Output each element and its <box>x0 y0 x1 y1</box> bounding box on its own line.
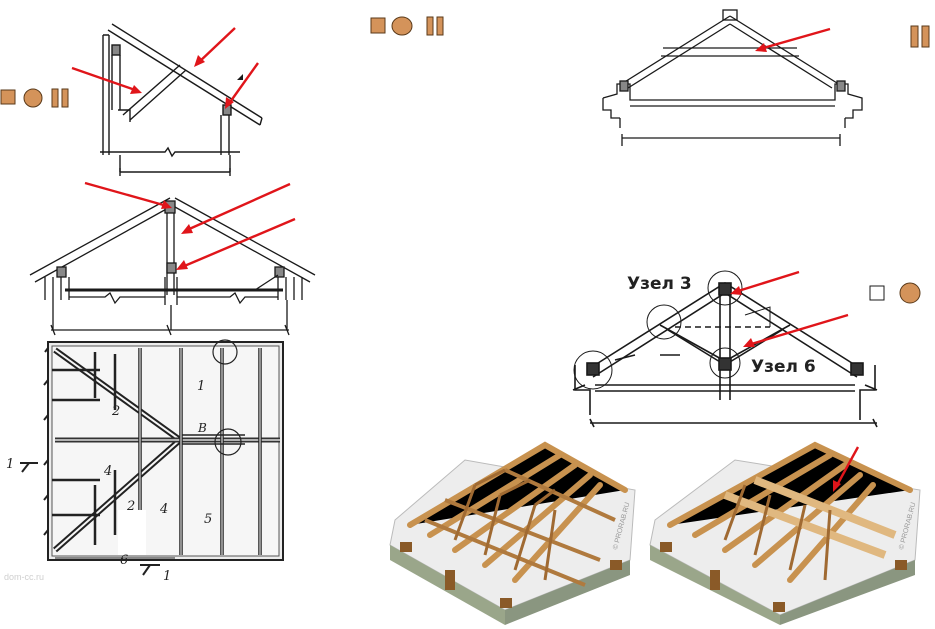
legend-square-icon <box>869 285 885 301</box>
arrow-node-3 <box>730 270 800 295</box>
legend-circle-icon <box>23 88 43 108</box>
label-node-6: Узел 6 <box>751 357 816 377</box>
arrow-post-base <box>176 217 296 270</box>
legend-top-middle <box>370 16 450 38</box>
plan-label-6: 6 <box>120 553 128 568</box>
section-mark-left: 1 <box>6 457 14 472</box>
legend-bar-icon-b <box>436 16 444 36</box>
plan-label-4b: 4 <box>159 502 168 517</box>
plan-label-2b: 2 <box>126 499 135 514</box>
diagram-truss-nodes: Узел 3 Узел 6 <box>572 270 878 428</box>
legend-circle-icon <box>899 282 921 304</box>
legend-square-icon <box>370 17 386 34</box>
arrow-node-6 <box>743 313 849 347</box>
plan-label-2a: 2 <box>111 404 120 419</box>
legend-left-shapes <box>0 88 69 108</box>
arrow-3d-render <box>833 446 860 492</box>
arrow-central-post <box>181 182 291 234</box>
legend-bar-icon-a <box>426 16 434 36</box>
legend-right-middle-shapes <box>869 282 921 304</box>
plan-label-4a: 4 <box>103 464 112 479</box>
legend-circle-icon <box>391 16 413 36</box>
legend-top-middle-shapes <box>370 16 444 36</box>
legend-right-middle <box>868 282 924 304</box>
legend-top-right <box>910 25 934 49</box>
diagram-ridge-central-post <box>29 197 316 336</box>
section-mark-right: 1 <box>163 569 171 584</box>
plan-label-1: 1 <box>197 379 205 394</box>
legend-bar-icon-a <box>51 88 59 108</box>
legend-left <box>0 88 80 108</box>
arrow-lean-to-strut <box>71 66 142 94</box>
render-3d-truss-roof-right: © PRORAB.RU <box>649 441 921 625</box>
plan-letter-b-visible: В <box>197 421 207 435</box>
arrow-lean-to-rafter <box>194 27 236 67</box>
legend-top-right-shapes <box>910 25 930 48</box>
arrow-ridge-top <box>84 181 172 209</box>
legend-bar-icon-b <box>61 88 69 108</box>
arrow-collar-tie <box>755 27 831 52</box>
diagram-hanging-truss-collar <box>602 9 863 146</box>
small-arrow-marker <box>237 74 243 80</box>
arrow-lean-to-mauerlat <box>225 62 259 109</box>
watermark-corner: dom-cc.ru <box>4 572 44 582</box>
diagram-roof-plan: 1 2 4 2 4 5 6 1 1 В dom-cc.ru <box>4 339 284 584</box>
render-3d-truss-roof-left: © PRORAB.RU <box>389 441 636 625</box>
plan-label-5: 5 <box>204 512 212 527</box>
legend-bar-icon-b <box>921 25 930 48</box>
label-node-3: Узел 3 <box>627 274 692 294</box>
legend-bar-icon-a <box>910 25 919 48</box>
legend-square-icon <box>0 89 16 105</box>
